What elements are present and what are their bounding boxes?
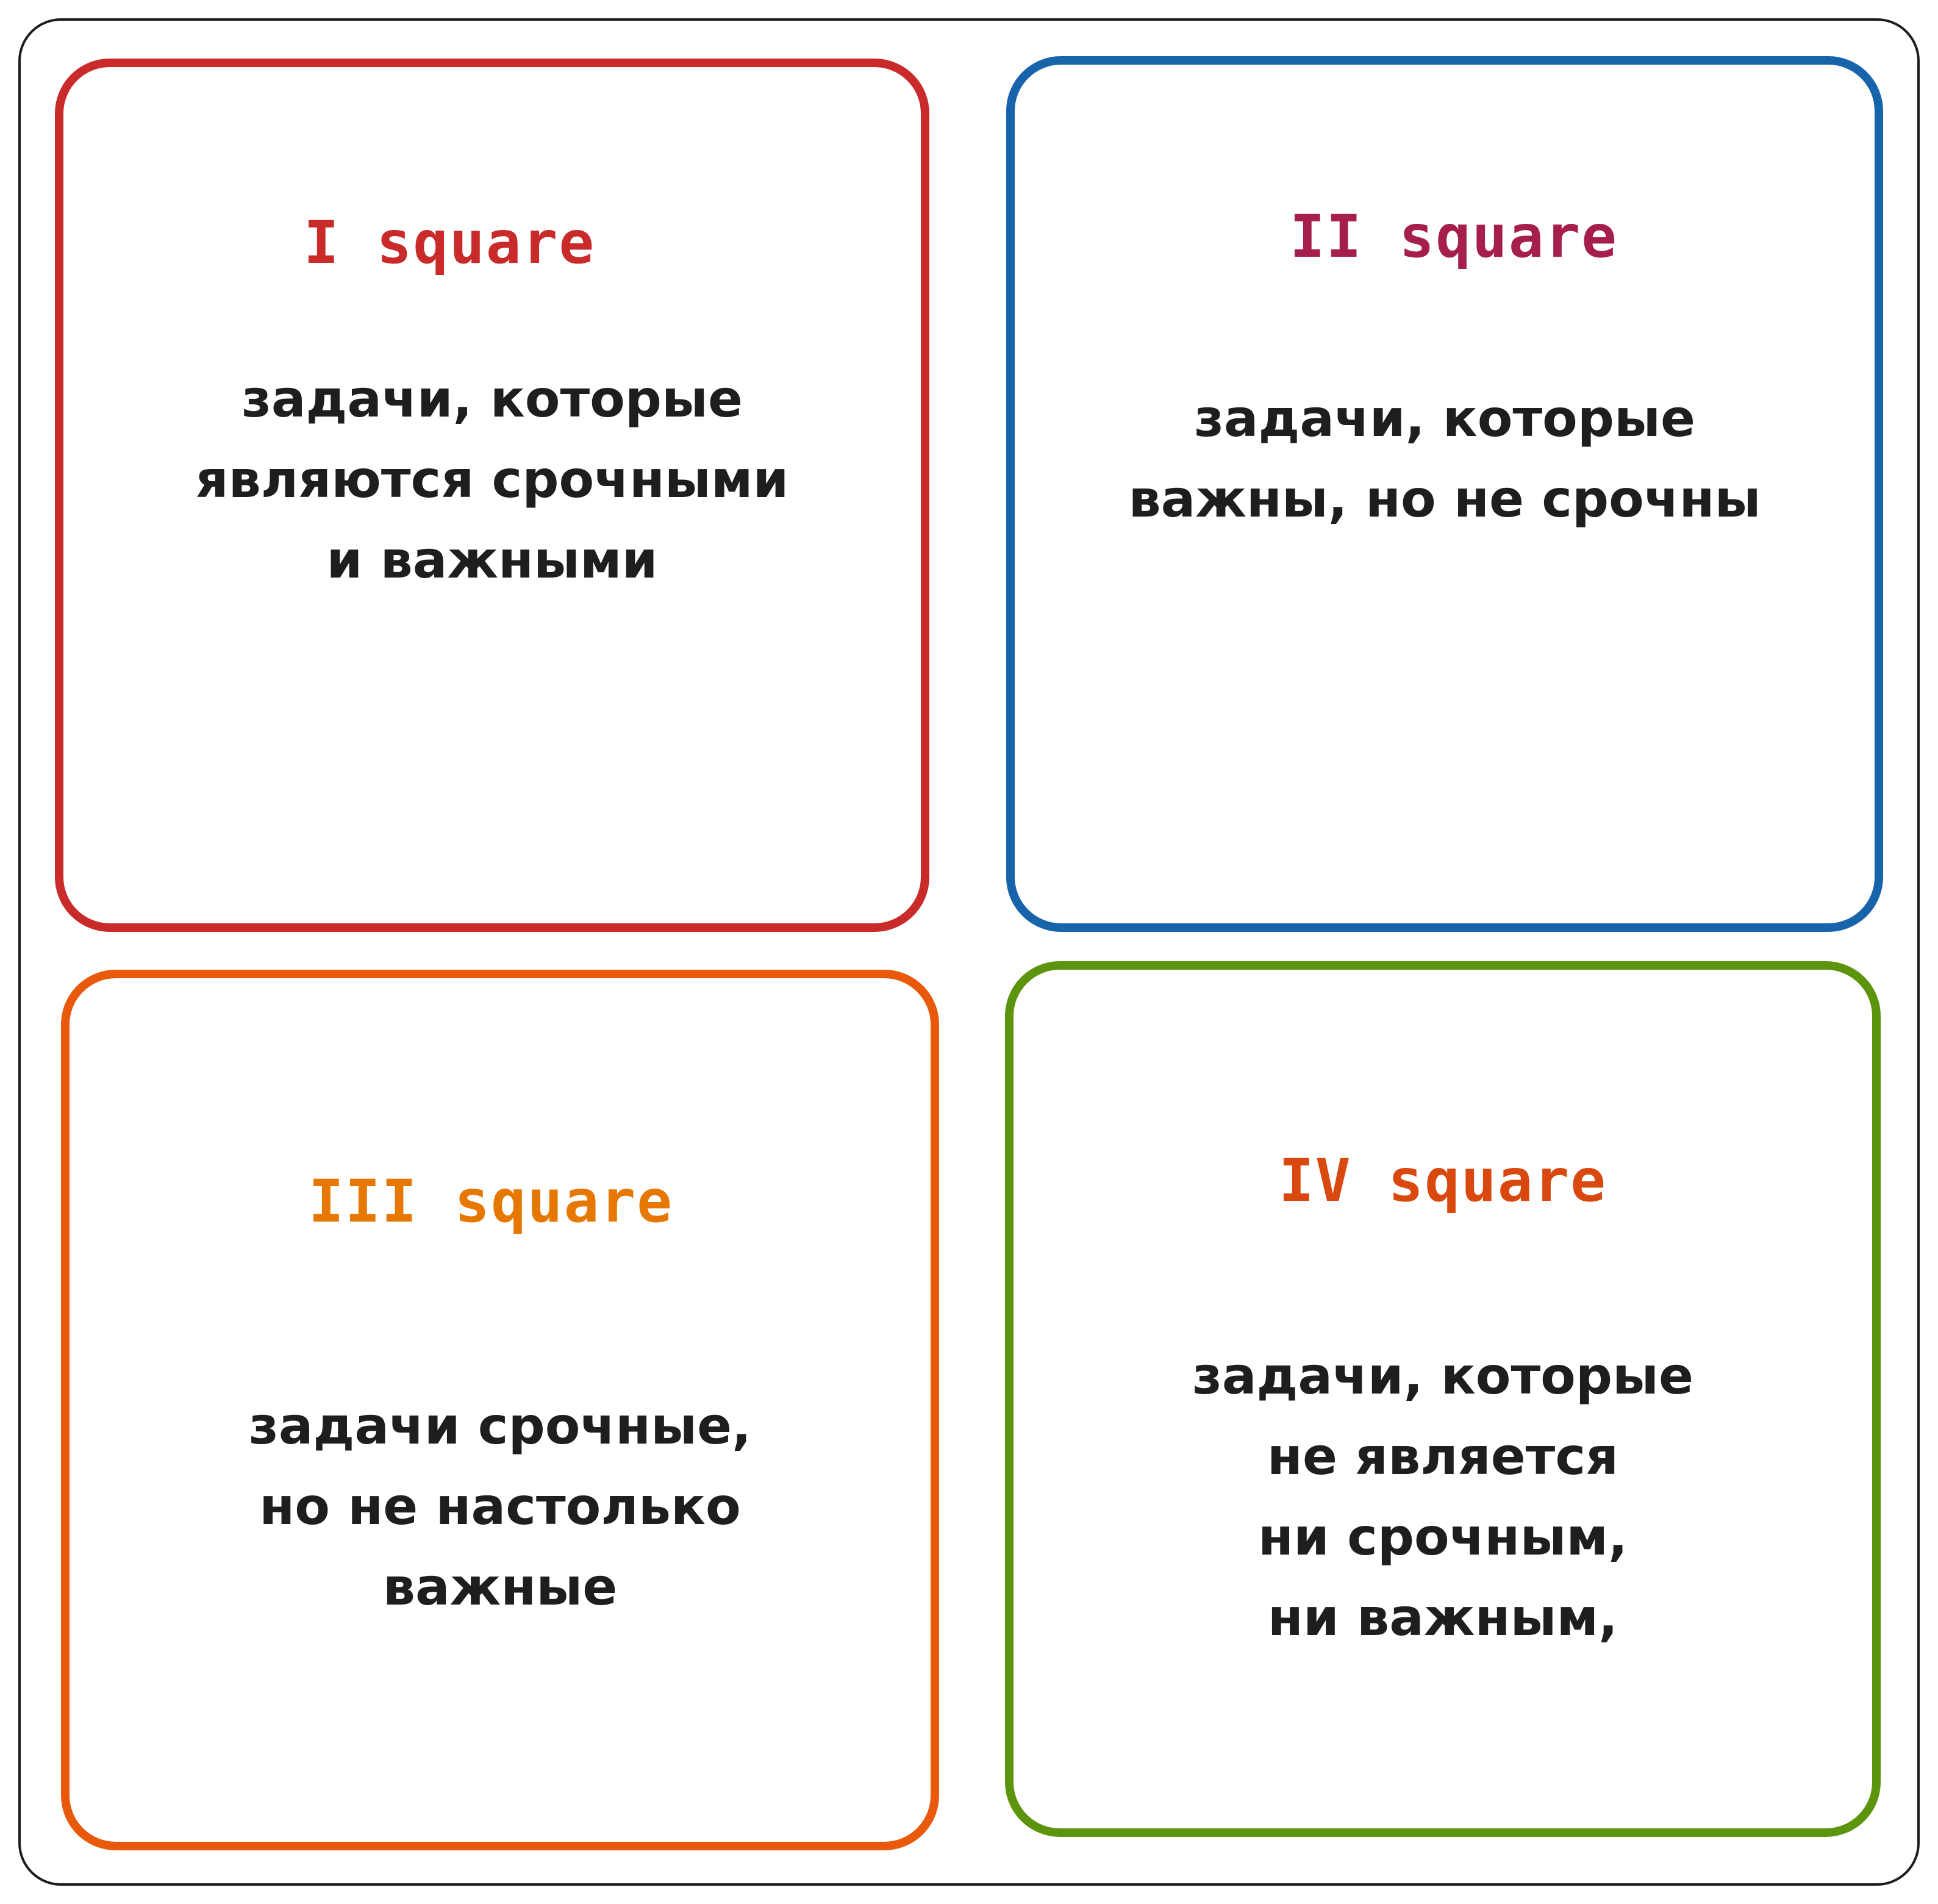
quadrant-1-line-1: задачи, которые <box>241 369 743 429</box>
quadrant-3-description: задачи срочные, но не настолько важные <box>94 1386 906 1627</box>
quadrant-1-line-2: являются срочными <box>195 449 789 509</box>
quadrant-3: III square задачи срочные, но не настоль… <box>61 970 939 1850</box>
quadrant-1: I square задачи, которые являются срочны… <box>55 59 929 932</box>
quadrant-2-description: задачи, которые важны, но не срочны <box>1039 378 1850 539</box>
quadrant-3-line-3: важные <box>382 1557 618 1617</box>
quadrant-2-line-2: важны, но не срочны <box>1128 469 1761 529</box>
quadrant-3-line-2: но не настолько <box>259 1476 741 1536</box>
quadrant-4-description: задачи, которые не является ни срочным, … <box>1038 1336 1848 1658</box>
quadrant-2-heading: II square <box>1289 202 1618 271</box>
quadrant-4-line-1: задачи, которые <box>1192 1346 1693 1406</box>
quadrant-1-heading: I square <box>303 209 596 277</box>
quadrant-4-line-3: ни срочным, <box>1257 1507 1628 1567</box>
quadrant-4: IV square задачи, которые не является ни… <box>1005 961 1881 1837</box>
outer-frame <box>18 18 1920 1886</box>
quadrant-2: II square задачи, которые важны, но не с… <box>1006 56 1883 932</box>
quadrant-4-line-2: не является <box>1267 1426 1619 1486</box>
quadrant-2-line-1: задачи, которые <box>1194 388 1695 448</box>
quadrant-1-description: задачи, которые являются срочными и важн… <box>88 359 896 600</box>
quadrant-1-line-3: и важными <box>326 530 658 590</box>
quadrant-4-line-4: ни важным, <box>1267 1587 1618 1647</box>
quadrant-3-heading: III square <box>309 1167 673 1236</box>
quadrant-4-heading: IV square <box>1278 1147 1607 1215</box>
quadrant-3-line-1: задачи срочные, <box>249 1396 751 1456</box>
